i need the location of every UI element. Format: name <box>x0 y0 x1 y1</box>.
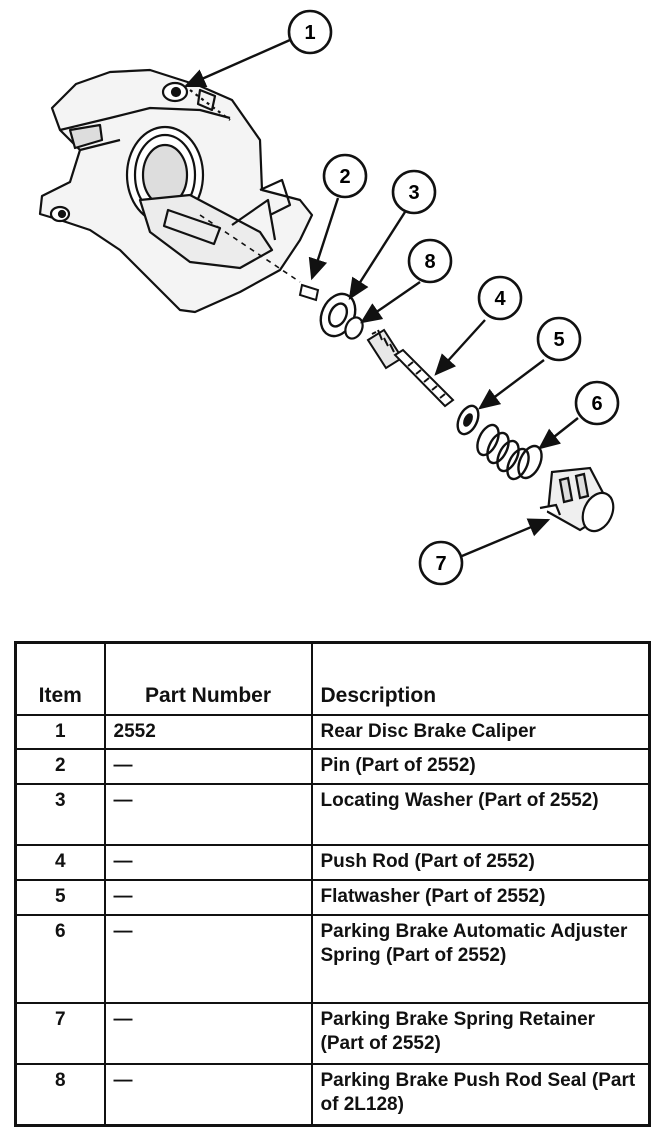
item-cell: 3 <box>14 782 106 847</box>
callout-1-label: 1 <box>304 22 315 44</box>
callout-7-label: 7 <box>435 553 446 575</box>
adjuster-spring-part <box>476 423 543 481</box>
table-header-row: Item Part Number Description <box>14 641 651 716</box>
caliper-housing <box>38 68 314 314</box>
item-cell: 2 <box>14 748 106 785</box>
item-cell: 6 <box>14 913 106 1004</box>
callout-2-label: 2 <box>339 166 350 188</box>
table-row: 6 — Parking Brake Automatic Adjuster Spr… <box>14 913 651 1004</box>
item-cell: 1 <box>14 713 106 751</box>
part-number-cell: 2552 <box>103 713 313 751</box>
callout-8: 8 <box>407 238 453 284</box>
exploded-view-diagram: 1 2 3 8 4 5 6 7 <box>38 9 620 586</box>
pin-part <box>298 283 320 302</box>
push-rod-seal-part <box>344 316 364 340</box>
table-row: 1 2552 Rear Disc Brake Caliper <box>14 713 651 751</box>
part-number-cell: — <box>103 1001 313 1066</box>
table-row: 2 — Pin (Part of 2552) <box>14 748 651 785</box>
table-row: 3 — Locating Washer (Part of 2552) <box>14 782 651 847</box>
callout-leaders <box>183 38 579 558</box>
description-cell: Flatwasher (Part of 2552) <box>310 879 651 916</box>
callout-3-label: 3 <box>408 182 419 204</box>
description-cell: Push Rod (Part of 2552) <box>310 844 651 882</box>
part-number-header: Part Number <box>103 641 313 716</box>
description-header: Description <box>310 641 651 716</box>
push-rod-part <box>366 328 455 408</box>
table-row: 4 — Push Rod (Part of 2552) <box>14 844 651 882</box>
part-number-cell: — <box>103 879 313 916</box>
table-row: 7 — Parking Brake Spring Retainer (Part … <box>14 1001 651 1066</box>
item-cell: 5 <box>14 879 106 916</box>
table-row: 5 — Flatwasher (Part of 2552) <box>14 879 651 916</box>
description-cell: Parking Brake Spring Retainer (Part of 2… <box>310 1001 651 1066</box>
callout-5: 5 <box>536 316 582 362</box>
callout-3: 3 <box>391 169 437 215</box>
table-row: 8 — Parking Brake Push Rod Seal (Part of… <box>14 1063 651 1127</box>
description-cell: Parking Brake Push Rod Seal (Part of 2L1… <box>310 1063 651 1127</box>
item-cell: 4 <box>14 844 106 882</box>
flatwasher-part <box>456 404 480 436</box>
spring-retainer-part <box>539 466 615 533</box>
part-number-cell: — <box>103 748 313 785</box>
callout-4: 4 <box>477 275 523 321</box>
description-cell: Parking Brake Automatic Adjuster Spring … <box>310 913 651 1004</box>
part-number-cell: — <box>103 844 313 882</box>
callout-8-label: 8 <box>424 251 435 273</box>
part-number-cell: — <box>103 1063 313 1127</box>
callout-7: 7 <box>418 540 464 586</box>
parts-table: Item Part Number Description 1 2552 Rear… <box>14 641 651 1127</box>
callout-4-label: 4 <box>494 288 506 310</box>
callout-5-label: 5 <box>553 329 564 351</box>
part-number-cell: — <box>103 913 313 1004</box>
description-cell: Locating Washer (Part of 2552) <box>310 782 651 847</box>
item-cell: 7 <box>14 1001 106 1066</box>
callout-2: 2 <box>322 153 368 199</box>
callout-6-label: 6 <box>591 393 602 415</box>
part-number-cell: — <box>103 782 313 847</box>
description-cell: Pin (Part of 2552) <box>310 748 651 785</box>
item-cell: 8 <box>14 1063 106 1127</box>
callout-1: 1 <box>287 9 333 55</box>
description-cell: Rear Disc Brake Caliper <box>310 713 651 751</box>
callout-6: 6 <box>574 380 620 426</box>
item-header: Item <box>14 641 106 716</box>
